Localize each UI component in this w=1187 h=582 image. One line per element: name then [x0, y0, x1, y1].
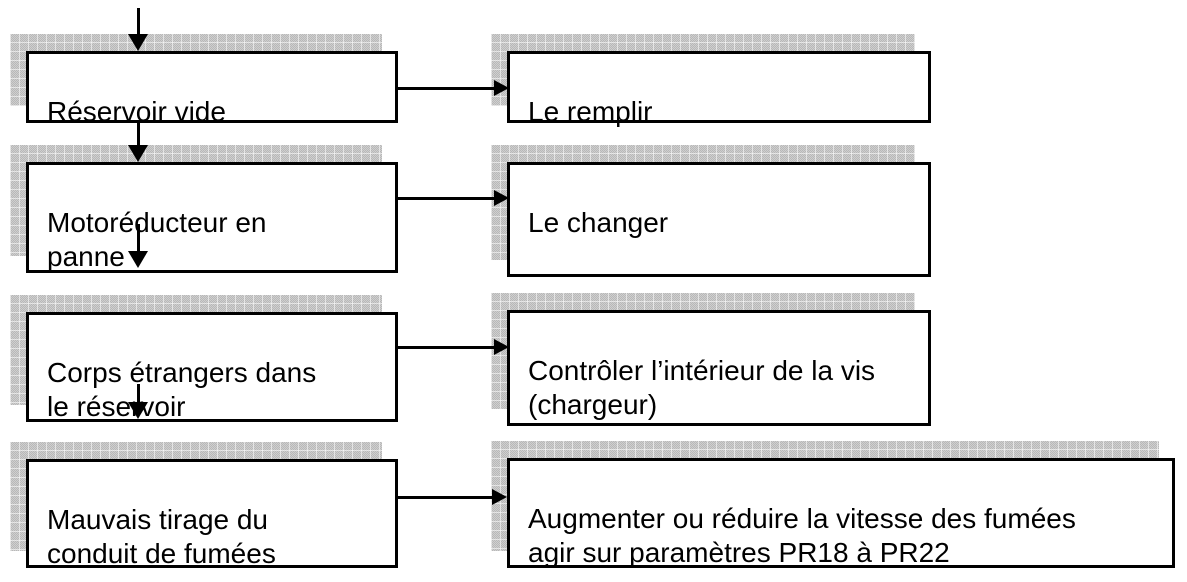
right-arrow-row1-icon: [398, 80, 509, 96]
solution-text-row2: Le changer: [528, 207, 669, 238]
right-arrow-row2-icon: [398, 190, 509, 206]
solution-text-row3: Contrôler l’intérieur de la vis (chargeu…: [528, 355, 876, 420]
solution-box-row1: Le remplir: [507, 51, 931, 127]
problem-text-row3: Corps étrangers dans le réservoir: [47, 357, 317, 422]
solution-box-row2: Le changer: [507, 162, 931, 277]
problem-text-row4: Mauvais tirage du conduit de fumées: [47, 504, 276, 569]
problem-box-row1: Réservoir vide: [26, 51, 398, 127]
problem-text-row2: Motoréducteur en panne: [47, 207, 267, 272]
down-arrow-inside-row3-icon: [128, 384, 148, 419]
solution-box-row3: Contrôler l’intérieur de la vis (chargeu…: [507, 310, 931, 426]
down-arrow-row1-to-row2-icon: [128, 123, 148, 162]
problem-box-row2: Motoréducteur en panne: [26, 162, 398, 273]
solution-box-row4: Augmenter ou réduire la vitesse des fumé…: [507, 458, 1175, 568]
problem-box-row4: Mauvais tirage du conduit de fumées: [26, 459, 398, 569]
problem-box-row3: Corps étrangers dans le réservoir: [26, 312, 398, 422]
entry-down-arrow-icon: [128, 8, 148, 51]
down-arrow-inside-row2-icon: [128, 224, 148, 268]
solution-text-row1: Le remplir: [528, 96, 653, 127]
solution-text-row4: Augmenter ou réduire la vitesse des fumé…: [528, 503, 1076, 568]
right-arrow-row4-icon: [398, 489, 509, 505]
problem-text-row1: Réservoir vide: [47, 96, 226, 127]
right-arrow-row3-icon: [398, 339, 509, 355]
